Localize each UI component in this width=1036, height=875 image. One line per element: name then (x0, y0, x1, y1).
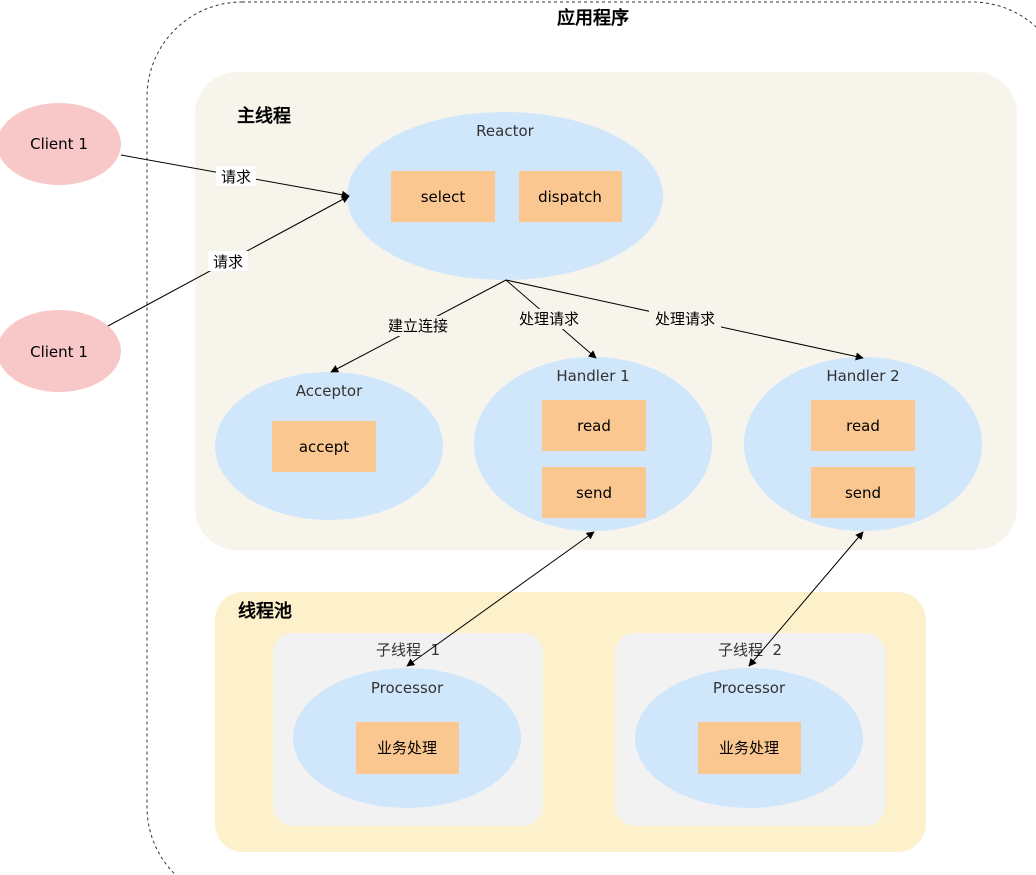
handler-2-send-box (811, 467, 915, 518)
handler-1-processor-1-arrow (406, 531, 595, 667)
accept-box (272, 421, 376, 472)
client-1-ellipse (0, 103, 121, 185)
client-1-label: Client 1 (30, 135, 88, 153)
handler-1-label: Handler 1 (556, 367, 629, 385)
request-1-label: 请求 (221, 168, 251, 186)
handle-2-label-bg (649, 309, 721, 329)
handler-2-send-label: send (845, 484, 881, 502)
request-2-label: 请求 (213, 253, 243, 271)
handler-2-read-box (811, 400, 915, 451)
application-title: 应用程序 (557, 7, 629, 29)
reactor-ellipse (347, 112, 663, 280)
handler-1-send-box (542, 467, 646, 518)
handle-1-label-bg (514, 309, 584, 329)
business-task-2-label: 业务处理 (719, 739, 779, 757)
business-task-1-label: 业务处理 (377, 739, 437, 757)
accept-label: accept (299, 438, 349, 456)
request-1-label-bg (216, 166, 256, 186)
select-box (391, 171, 495, 222)
acceptor-label: Acceptor (296, 382, 363, 400)
main-thread-title: 主线程 (237, 105, 291, 127)
thread-pool-title: 线程池 (238, 600, 292, 622)
request-2-label-bg (208, 251, 248, 271)
application-boundary (146, 1, 1036, 875)
dispatch-box (519, 171, 622, 222)
handler-2-read-label: read (846, 417, 880, 435)
establish-connection-label: 建立连接 (388, 317, 448, 335)
handler-1-read-label: read (577, 417, 611, 435)
client-2-label: Client 1 (30, 343, 88, 361)
worker-thread-1-label: 子线程 1 (376, 641, 440, 659)
worker-thread-2-label: 子线程 2 (718, 641, 782, 659)
handle-request-2-label: 处理请求 (655, 310, 715, 328)
business-task-2-box (698, 722, 801, 774)
handler-1-read-box (542, 400, 646, 451)
establish-label-bg (383, 316, 453, 336)
reactor-label: Reactor (476, 122, 534, 140)
processor-2-label: Processor (713, 679, 786, 697)
handler-1-send-label: send (576, 484, 612, 502)
handler-2-processor-2-arrow (748, 531, 864, 667)
client-2-ellipse (0, 310, 121, 392)
handler-2-label: Handler 2 (826, 367, 899, 385)
dispatch-label: dispatch (538, 188, 602, 206)
business-task-1-box (356, 722, 459, 774)
processor-1-label: Processor (371, 679, 444, 697)
handle-request-1-label: 处理请求 (519, 310, 579, 328)
select-label: select (421, 188, 466, 206)
